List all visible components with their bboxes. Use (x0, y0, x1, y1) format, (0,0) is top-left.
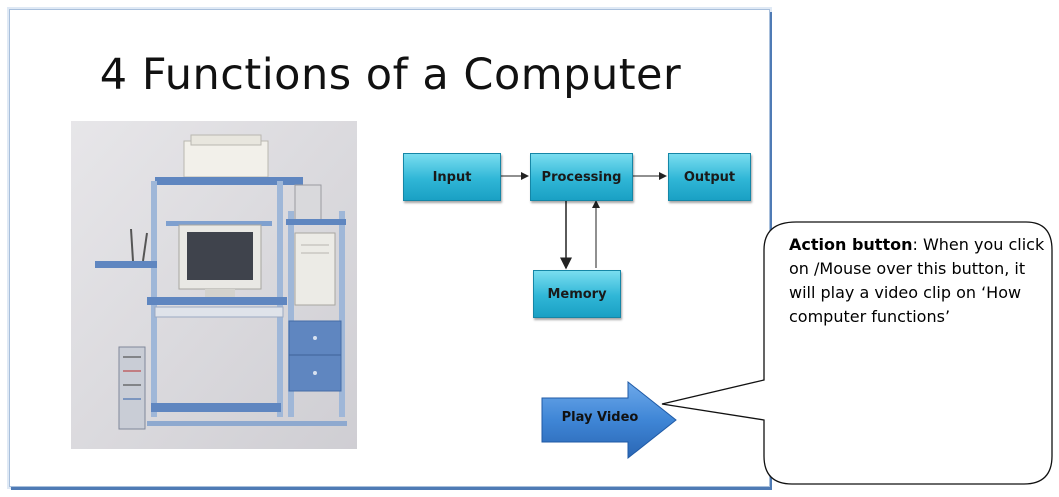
callout-body: : When you click on /Mouse over this but… (789, 235, 1045, 326)
computer-desk-photo (71, 121, 357, 449)
right-arrow-icon (541, 380, 677, 460)
output-box: Output (668, 153, 751, 201)
slide-title: 4 Functions of a Computer (99, 50, 682, 100)
memory-box: Memory (533, 270, 621, 318)
callout-text: Action button: When you click on /Mouse … (789, 233, 1051, 329)
processing-box: Processing (530, 153, 633, 201)
input-box: Input (403, 153, 501, 201)
play-video-label: Play Video (561, 410, 639, 425)
play-video-button[interactable]: Play Video (540, 380, 679, 460)
callout-bold: Action button (789, 235, 913, 254)
